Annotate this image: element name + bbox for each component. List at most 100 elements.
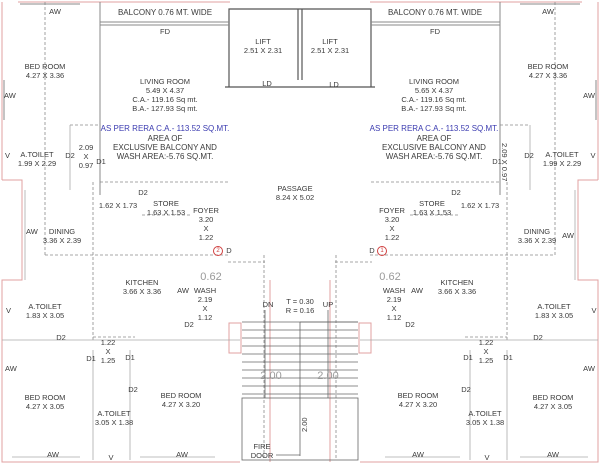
bed-top-right-size: 4.27 X 3.36 <box>528 71 568 80</box>
lobby-left-w: 1.22 <box>100 338 116 347</box>
balcony-label-left: BALCONY 0.76 MT. WIDE <box>117 8 213 17</box>
lobby-left-h: 1.25 <box>100 356 116 365</box>
lift-2-size: 2.51 X 2.31 <box>310 46 350 55</box>
toilet-mid-right-name: A.TOILET <box>537 302 571 311</box>
d2-tag: D2 <box>128 385 138 394</box>
foyer-right-w: 3.20 <box>384 215 400 224</box>
store-right-size: 1.63 X 1.53 <box>412 208 452 217</box>
aw-tag: AW <box>5 364 17 373</box>
wash-left-name: WASH <box>193 286 217 295</box>
living-right-ba: B.A.- 127.93 Sq mt. <box>401 104 467 113</box>
d2-tag: D2 <box>405 320 415 329</box>
wash-right-x: X <box>391 304 397 313</box>
d1-tag: D1 <box>503 353 513 362</box>
d1-tag: D1 <box>86 354 96 363</box>
foyer-left-x: X <box>203 224 209 233</box>
d2-tag: D2 <box>451 188 461 197</box>
store-left-name: STORE <box>153 199 179 208</box>
d2-tag: D2 <box>138 188 148 197</box>
wash-left-h: 1.12 <box>197 313 213 322</box>
wash-left-x: X <box>202 304 208 313</box>
bed-top-right-name: BED ROOM <box>527 62 569 71</box>
lift-1-door: LD <box>262 79 272 88</box>
wash-right-name: WASH <box>382 286 406 295</box>
d1-tag: D1 <box>125 353 135 362</box>
aw-tag: AW <box>583 364 595 373</box>
wash-left-w: 2.19 <box>197 295 213 304</box>
v-tag: V <box>6 306 12 315</box>
foyer-left-name: FOYER <box>193 206 219 215</box>
aw-tag: AW <box>412 450 424 459</box>
wash-right-dim: 0.62 <box>379 271 401 283</box>
toilet-mid-right-size: 1.83 X 3.05 <box>534 311 574 320</box>
v-tag: V <box>108 453 114 462</box>
lift-1-size: 2.51 X 2.31 <box>243 46 283 55</box>
lobby-right-x: X <box>483 347 489 356</box>
toilet-bot-right-name: A.TOILET <box>468 409 502 418</box>
living-left-name: LIVING ROOM <box>139 77 191 86</box>
foyer-left-w: 3.20 <box>198 215 214 224</box>
toilet-top-left-name: A.TOILET <box>20 150 54 159</box>
toilet-mid-left-size: 1.83 X 3.05 <box>25 311 65 320</box>
balcony-label-right: BALCONY 0.76 MT. WIDE <box>387 8 483 17</box>
stair-riser: R = 0.16 <box>285 306 315 315</box>
d2-tag: D2 <box>524 151 534 160</box>
d2-tag: D2 <box>184 320 194 329</box>
kitchen-left-name: KITCHEN <box>125 278 159 287</box>
bed-br-left-name: BED ROOM <box>160 391 202 400</box>
rera-left: AS PER RERA C.A.- 113.52 SQ.MT. <box>100 124 230 133</box>
dining-left-name: DINING <box>48 227 76 236</box>
bed-top-left-size: 4.27 X 3.36 <box>25 71 65 80</box>
toilet-bot-left-name: A.TOILET <box>97 409 131 418</box>
stair-dim-right: 2.00 <box>317 370 339 382</box>
store-left-size: 1.63 X 1.53 <box>146 208 186 217</box>
wash-right-h: 1.12 <box>386 313 402 322</box>
fd-label-left: FD <box>160 27 170 36</box>
passage-small-left-h: 0.97 <box>78 161 94 170</box>
aw-tag: AW <box>4 91 16 100</box>
toilet-bot-right-size: 3.05 X 1.38 <box>465 418 505 427</box>
entry-door-left[interactable]: D <box>226 246 232 255</box>
d1-tag: D1 <box>492 157 502 166</box>
passage-small-left-w: 2.09 <box>78 143 94 152</box>
bed-bl-right-size: 4.27 X 3.20 <box>398 400 438 409</box>
passage-size: 8.24 X 5.02 <box>275 193 315 202</box>
stair-dim-left: 2.00 <box>260 370 282 382</box>
entry-door-right[interactable]: D <box>369 246 375 255</box>
fire-door-line1[interactable]: FIRE <box>253 442 271 451</box>
lift-2-door: LD <box>329 80 339 89</box>
area-right-3: WASH AREA:-5.76 SQ.MT. <box>385 152 483 161</box>
aw-tag: AW <box>49 7 61 16</box>
aw-tag: AW <box>177 286 189 295</box>
wash-right-w: 2.19 <box>386 295 402 304</box>
kitchen-right-name: KITCHEN <box>440 278 474 287</box>
stair-up: UP <box>322 300 334 309</box>
area-right-1: AREA OF <box>416 134 452 143</box>
flat-1-marker: 1 <box>377 246 387 256</box>
d1-tag: D1 <box>463 353 473 362</box>
store-a-left: 1.62 X 1.73 <box>98 201 138 210</box>
v-tag: V <box>590 151 596 160</box>
lobby-right-w: 1.22 <box>478 338 494 347</box>
stair-dim-landing: 2.00 <box>300 417 309 432</box>
aw-tag: AW <box>47 450 59 459</box>
passage-small-left-x: X <box>83 152 89 161</box>
living-right-size: 5.65 X 4.37 <box>414 86 454 95</box>
toilet-mid-left-name: A.TOILET <box>28 302 62 311</box>
toilet-top-right-size: 1.99 X 2.29 <box>542 159 582 168</box>
dining-right-size: 3.36 X 2.39 <box>517 236 557 245</box>
bed-br-right-size: 4.27 X 3.05 <box>533 402 573 411</box>
fire-door-line2[interactable]: DOOR <box>250 451 274 460</box>
lobby-right-h: 1.25 <box>478 356 494 365</box>
d2-tag: D2 <box>65 151 75 160</box>
flat-2-marker: 2 <box>213 246 223 256</box>
d1-tag: D1 <box>96 157 106 166</box>
bed-bl-left-name: BED ROOM <box>24 393 66 402</box>
lift-1-name: LIFT <box>255 37 271 46</box>
v-tag: V <box>5 151 11 160</box>
area-left-2: EXCLUSIVE BALCONY AND <box>113 143 217 152</box>
bed-top-left-name: BED ROOM <box>24 62 66 71</box>
rera-right: AS PER RERA C.A.- 113.52 SQ.MT. <box>369 124 499 133</box>
foyer-left-h: 1.22 <box>198 233 214 242</box>
